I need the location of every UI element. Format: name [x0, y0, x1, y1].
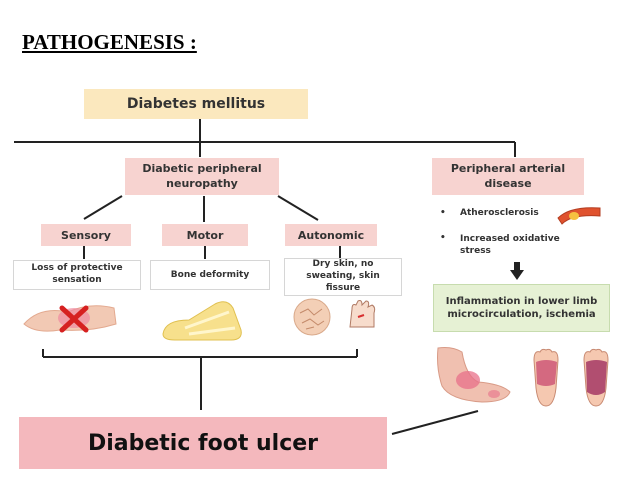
artery-plaque-icon [557, 207, 601, 225]
motor-effect-box: Bone deformity [150, 260, 270, 290]
diabetic-foot-ulcer-box: Diabetic foot ulcer [19, 417, 387, 469]
inflammation-box: Inflammation in lower limb microcirculat… [433, 284, 610, 332]
ischemic-foot-icon [437, 347, 511, 403]
skin-fissure-icon [349, 300, 376, 328]
ischemic-toes-icon [533, 348, 559, 407]
pad-box: Peripheral arterial disease [432, 158, 584, 195]
foot-bone-icon [162, 301, 242, 341]
autonomic-effect-box: Dry skin, no sweating, skin fissure [284, 258, 402, 296]
autonomic-box: Autonomic [285, 224, 377, 246]
motor-box: Motor [162, 224, 248, 246]
page-title: PATHOGENESIS : [22, 30, 197, 54]
sensory-effect-box: Loss of protective sensation [13, 260, 141, 290]
ischemic-toes-icon [583, 348, 609, 407]
dry-skin-icon [293, 298, 331, 336]
oxidative-stress-label: Increased oxidative stress [460, 234, 560, 257]
diabetes-mellitus-box: Diabetes mellitus [84, 89, 308, 119]
sensory-box: Sensory [41, 224, 131, 246]
foot-pain-x-icon [23, 305, 117, 333]
bullet-dot: • [440, 208, 446, 218]
atherosclerosis-label: Atherosclerosis [460, 208, 539, 218]
neuropathy-box: Diabetic peripheral neuropathy [125, 158, 279, 195]
bullet-dot: • [440, 233, 446, 243]
